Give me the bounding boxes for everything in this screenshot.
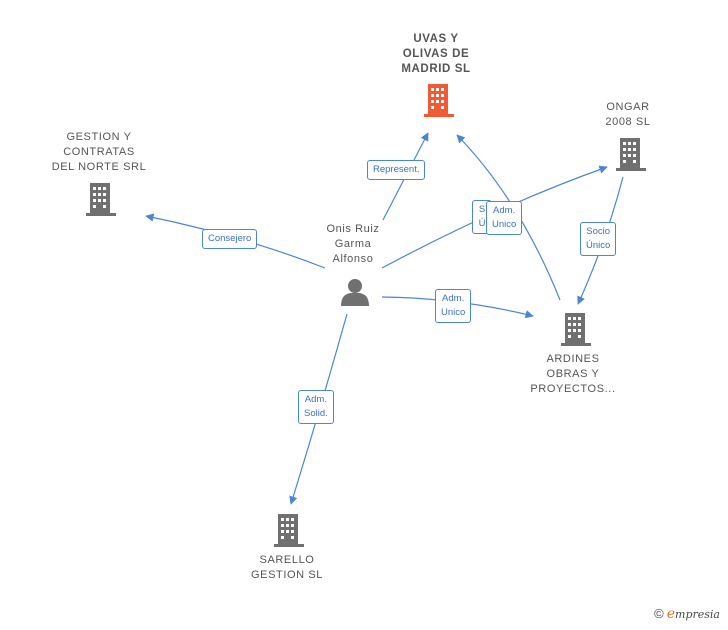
brand-logo-e: e bbox=[666, 606, 676, 622]
building-icon bbox=[274, 514, 304, 547]
node-label-ardines[interactable]: ARDINES OBRAS Y PROYECTOS... bbox=[530, 353, 616, 395]
brand-logo-text: mpresia bbox=[675, 608, 720, 621]
building-icon bbox=[424, 84, 454, 117]
edge-label-adm-unico-top: Adm. Unico bbox=[486, 201, 523, 235]
edge-label-adm-unico: Adm. Unico bbox=[435, 289, 472, 323]
person-icon bbox=[341, 279, 369, 306]
node-label-person[interactable]: Onis Ruiz Garma Alfonso bbox=[326, 223, 380, 265]
building-icon bbox=[86, 183, 116, 216]
edges bbox=[145, 132, 624, 505]
building-icon bbox=[616, 138, 646, 171]
brand-footer: ©empresia bbox=[654, 606, 720, 622]
node-label-gestion[interactable]: GESTION Y CONTRATAS DEL NORTE SRL bbox=[51, 131, 147, 173]
edge-label-socio-unico: Socio Único bbox=[580, 222, 617, 256]
node-label-uvas[interactable]: UVAS Y OLIVAS DE MADRID SL bbox=[401, 33, 471, 75]
edge-label-adm-solid: Adm. Solid. bbox=[298, 390, 334, 424]
node-label-ongar[interactable]: ONGAR 2008 SL bbox=[605, 101, 651, 128]
edge-label-represent: Represent. bbox=[367, 160, 426, 180]
node-label-sarello[interactable]: SARELLO GESTION SL bbox=[250, 554, 324, 581]
edge-label-consejero: Consejero bbox=[202, 229, 258, 249]
building-icon bbox=[561, 313, 591, 346]
copyright-symbol: © bbox=[654, 606, 664, 621]
